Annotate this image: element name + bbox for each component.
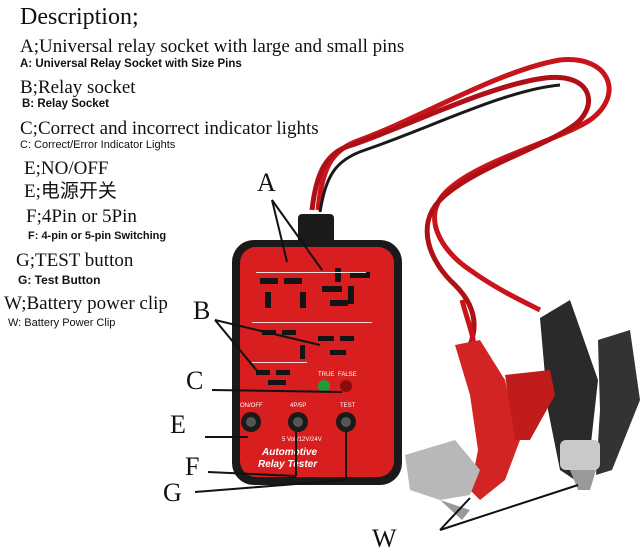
callout-b: B	[193, 296, 211, 325]
line-a: A;Universal relay socket with large and …	[20, 36, 405, 57]
false-label: FALSE	[338, 372, 357, 378]
onoff-label: ON/OFF	[240, 403, 263, 409]
callout-a: A	[257, 168, 276, 197]
line-b: B;Relay socket	[20, 77, 136, 98]
false-indicator-light	[340, 380, 352, 392]
line-e-sub: E;电源开关	[24, 181, 117, 202]
callout-lines	[194, 199, 579, 531]
red-clip	[405, 340, 555, 520]
callout-e: E	[170, 410, 186, 439]
callout-w: W	[372, 524, 397, 553]
black-clip	[540, 300, 640, 490]
device-name-line1: Automotive	[261, 447, 317, 458]
line-b-sub: B: Relay Socket	[22, 98, 109, 110]
line-g-sub: G: Test Button	[18, 273, 101, 287]
test-label: TEST	[340, 403, 356, 409]
line-c: C;Correct and incorrect indicator lights	[20, 118, 319, 139]
callout-g: G	[163, 478, 182, 507]
line-f-sub: F: 4-pin or 5-pin Switching	[28, 230, 167, 242]
page-title: Description;	[20, 4, 139, 30]
line-a-sub: A: Universal Relay Socket with Size Pins	[20, 58, 242, 70]
line-e: E;NO/OFF	[24, 158, 109, 179]
pin-switch-label: 4P/5P	[290, 403, 306, 409]
line-g: G;TEST button	[16, 250, 134, 271]
line-c-sub: C: Correct/Error Indicator Lights	[20, 139, 176, 151]
voltage-label: 5 Volt/12V/24V	[282, 437, 322, 443]
callout-c: C	[186, 366, 204, 395]
line-w-sub: W: Battery Power Clip	[8, 317, 116, 329]
line-f: F;4Pin or 5Pin	[26, 206, 137, 227]
line-w: W;Battery power clip	[4, 293, 168, 314]
relay-tester-device: TRUE FALSE ON/OFF 4P/5P TEST 5 Volt/12V/…	[232, 214, 402, 485]
device-name-line2: Relay Tester	[258, 459, 318, 470]
true-indicator-light	[318, 380, 330, 392]
true-label: TRUE	[318, 372, 334, 378]
callout-f: F	[185, 452, 200, 481]
